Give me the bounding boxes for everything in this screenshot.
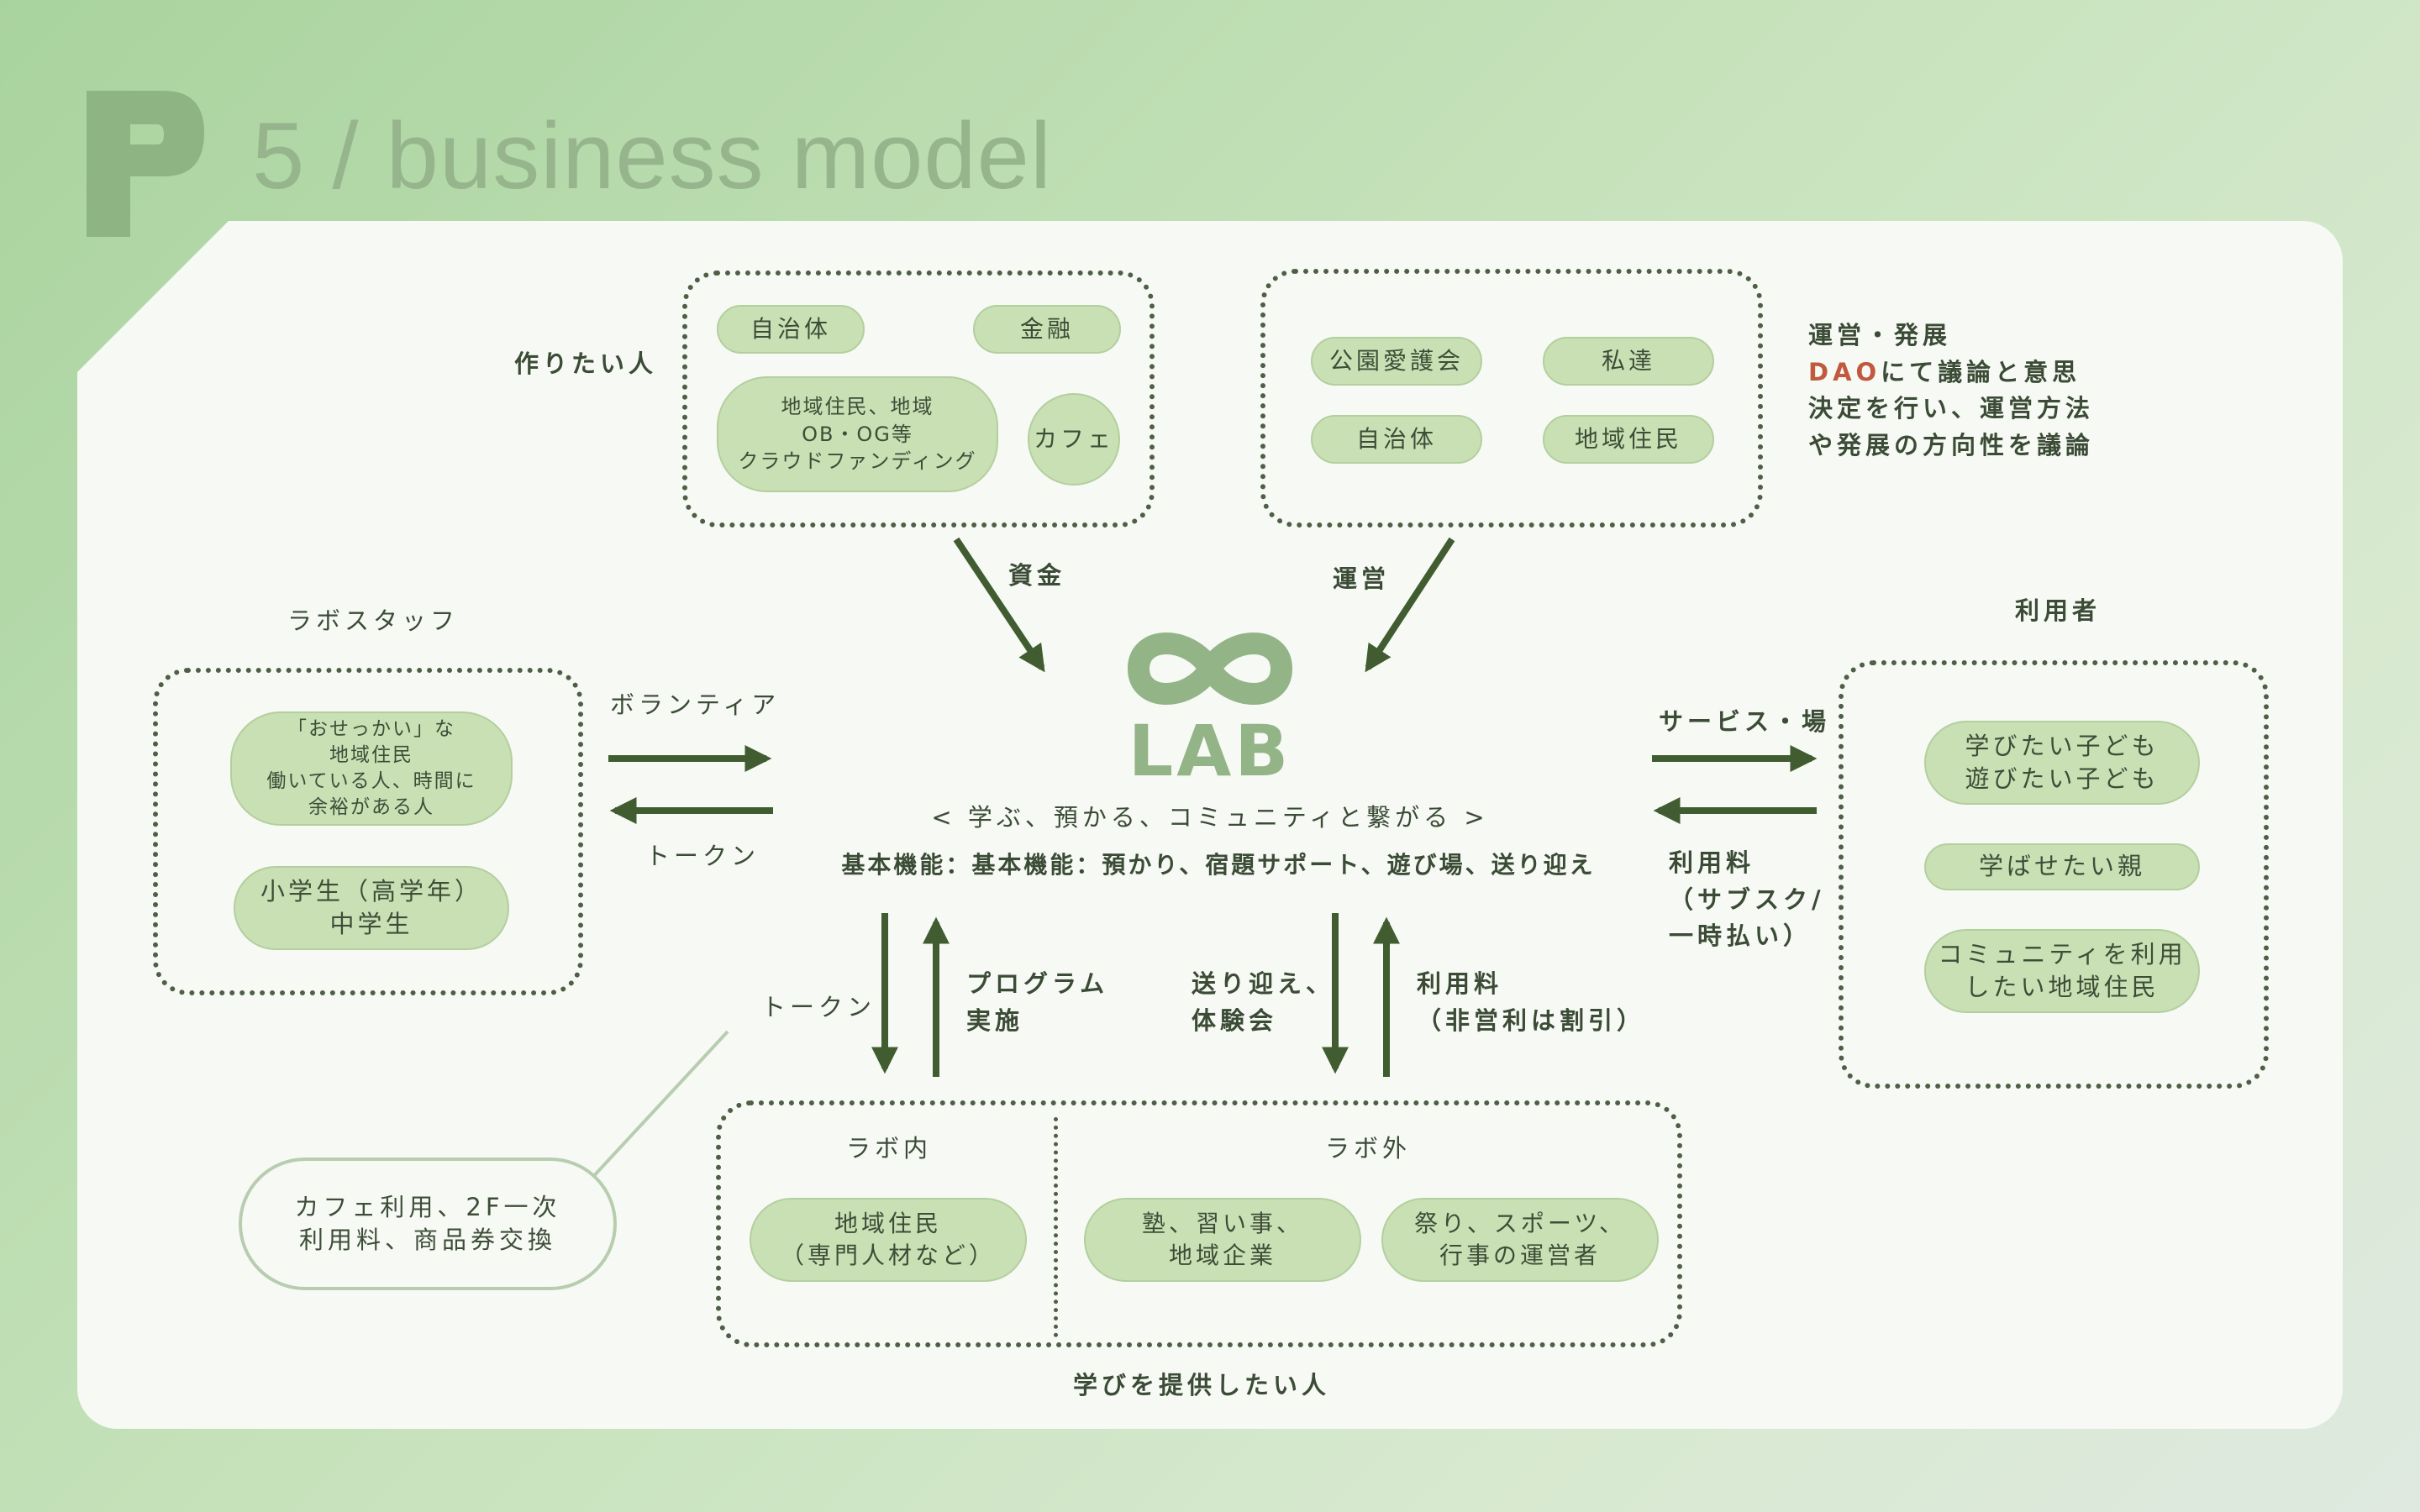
infinity-logo-icon bbox=[1127, 633, 1293, 705]
user-pill: コミュニティを利用 したい地域住民 bbox=[1924, 929, 2200, 1013]
outside-lab-label: ラボ外 bbox=[1324, 1134, 1411, 1163]
operators-group: 公園愛護会 私達 自治体 地域住民 bbox=[1260, 269, 1763, 528]
operation-arrow bbox=[1365, 537, 1455, 673]
lab-wordmark: LAB bbox=[1128, 710, 1292, 792]
dao-text: DAO bbox=[1808, 357, 1881, 386]
provider-pill: 祭り、スポーツ、 行事の運営者 bbox=[1381, 1198, 1659, 1282]
token-left-label: トークン bbox=[645, 842, 760, 870]
inside-lab-label: ラボ内 bbox=[845, 1134, 932, 1163]
volunteer-label: ボランティア bbox=[610, 690, 781, 719]
token-use-bubble: カフェ利用、2F一次 利用料、商品券交換 bbox=[239, 1158, 617, 1290]
operator-pill: 自治体 bbox=[1311, 415, 1482, 464]
staff-pill: 「おせっかい」な 地域住民 働いている人、時間に 余裕がある人 bbox=[230, 711, 513, 826]
operations-note-line: や発展の方向性を議論 bbox=[1808, 430, 2095, 459]
funder-pill: 自治体 bbox=[717, 305, 865, 354]
funder-pill: カフェ bbox=[1028, 393, 1120, 486]
p-logo-icon bbox=[87, 91, 204, 237]
users-group: 学びたい子ども 遊びたい子ども 学ばせたい親 コミュニティを利用 したい地域住民 bbox=[1839, 660, 2269, 1089]
operations-note-line: DAOにて議論と意思 bbox=[1808, 354, 2094, 391]
funders-group: 自治体 金融 地域住民、地域 OB・OG等 クラウドファンディング カフェ bbox=[682, 270, 1155, 528]
lab-functions: 基本機能：基本機能：預かり、宿題サポート、遊び場、送り迎え bbox=[841, 851, 1596, 879]
lab-tagline: < 学ぶ、預かる、コミュニティと繋がる > bbox=[931, 803, 1489, 832]
staff-group: 「おせっかい」な 地域住民 働いている人、時間に 余裕がある人 小学生（高学年）… bbox=[153, 668, 583, 995]
token-use-connector bbox=[578, 1030, 729, 1193]
pickup-label: 送り迎え、 体験会 bbox=[1192, 969, 1335, 1035]
nonprofit-fee-label: 利用料 （非営利は割引） bbox=[1417, 969, 1646, 1035]
provider-pill: 塾、習い事、 地域企業 bbox=[1084, 1198, 1361, 1282]
operator-pill: 地域住民 bbox=[1543, 415, 1714, 464]
staff-pill: 小学生（高学年） 中学生 bbox=[234, 866, 509, 950]
staff-label: ラボスタッフ bbox=[287, 606, 460, 635]
operations-note-line: 運営・発展 bbox=[1808, 321, 1952, 349]
operator-pill: 公園愛護会 bbox=[1311, 337, 1482, 386]
service-label: サービス・場 bbox=[1659, 707, 1831, 736]
user-pill: 学ばせたい親 bbox=[1924, 843, 2200, 890]
operator-pill: 私達 bbox=[1543, 337, 1714, 386]
providers-divider bbox=[1054, 1117, 1058, 1337]
funders-label: 作りたい人 bbox=[514, 349, 658, 378]
operation-label: 運営 bbox=[1333, 564, 1391, 593]
providers-label: 学びを提供したい人 bbox=[1072, 1371, 1330, 1399]
page-title: 5 / business model bbox=[252, 103, 1052, 208]
provider-pill: 地域住民 （専門人材など） bbox=[750, 1198, 1027, 1282]
operations-note: 運営・発展 DAOにて議論と意思 決定を行い、運営方法 や発展の方向性を議論 bbox=[1808, 318, 2094, 464]
users-label: 利用者 bbox=[2015, 596, 2102, 625]
user-pill: 学びたい子ども 遊びたい子ども bbox=[1924, 721, 2200, 805]
funder-pill: 金融 bbox=[973, 305, 1121, 354]
operations-note-text: にて議論と意思 bbox=[1881, 357, 2081, 386]
providers-group: ラボ内 ラボ外 地域住民 （専門人材など） 塾、習い事、 地域企業 祭り、スポー… bbox=[716, 1100, 1682, 1347]
operations-note-line: 決定を行い、運営方法 bbox=[1808, 394, 2095, 423]
funding-arrow bbox=[953, 537, 1045, 673]
program-label: プログラム 実施 bbox=[966, 969, 1109, 1035]
user-fee-label: 利用料 （サブスク/ 一時払い） bbox=[1669, 848, 1825, 950]
funding-label: 資金 bbox=[1008, 561, 1066, 590]
funder-pill: 地域住民、地域 OB・OG等 クラウドファンディング bbox=[717, 376, 998, 492]
token-bottom-label: トークン bbox=[761, 993, 876, 1021]
